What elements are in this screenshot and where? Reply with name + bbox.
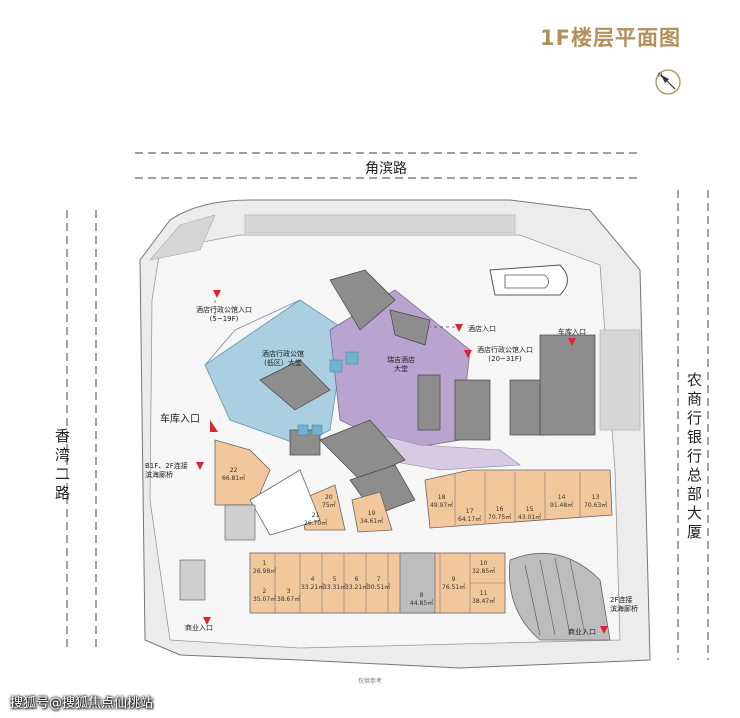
garage-entrance-left-label: 车库入口 [160, 414, 200, 425]
road-left-label: 香湾二路 [53, 428, 71, 504]
page-title: 1F楼层平面图 [540, 26, 681, 50]
road-left [66, 210, 97, 650]
shops-upper-left [214, 439, 271, 506]
entrance-arrows [196, 290, 608, 634]
hotel-exec-entrance-2-label: 酒店行政公馆入口 (20~31F) [477, 346, 533, 363]
footer-note: 仅供参考 [358, 678, 383, 685]
bridge-label: B1F、2F连接 滨海廊桥 [145, 462, 188, 479]
ramp [509, 552, 611, 641]
bridge-2f-label: 2F连接 滨海廊桥 [610, 596, 638, 613]
building-cores [259, 269, 596, 516]
road-top-label: 角滨路 [365, 161, 407, 177]
commercial-entrance-right-label: 商业入口 [568, 628, 596, 636]
hotel-entrance-label: 酒店入口 [468, 325, 496, 333]
planting [149, 214, 641, 431]
exec-lobby-label: 酒店行政公馆 (低区）大堂 [262, 350, 304, 367]
commercial-entrance-left-label: 商业入口 [185, 624, 213, 632]
hotel-exec-entrance-label: 酒店行政公馆入口 (5~19F) [196, 306, 252, 323]
road-right [677, 190, 709, 660]
garage-entrance-right-label: 车库入口 [558, 328, 586, 336]
shops-right [424, 469, 613, 529]
compass-icon: N [655, 69, 681, 95]
drop-off-loop [489, 264, 568, 296]
watermark: 搜狐号@搜狐焦点仙桃站 [10, 696, 154, 711]
road-right-label: 农商行银行总部大厦 [685, 372, 703, 543]
road-top [135, 152, 640, 179]
svg-text:N: N [658, 72, 663, 79]
hotel-lobby-label: 瑞吉酒店 大堂 [387, 356, 415, 373]
